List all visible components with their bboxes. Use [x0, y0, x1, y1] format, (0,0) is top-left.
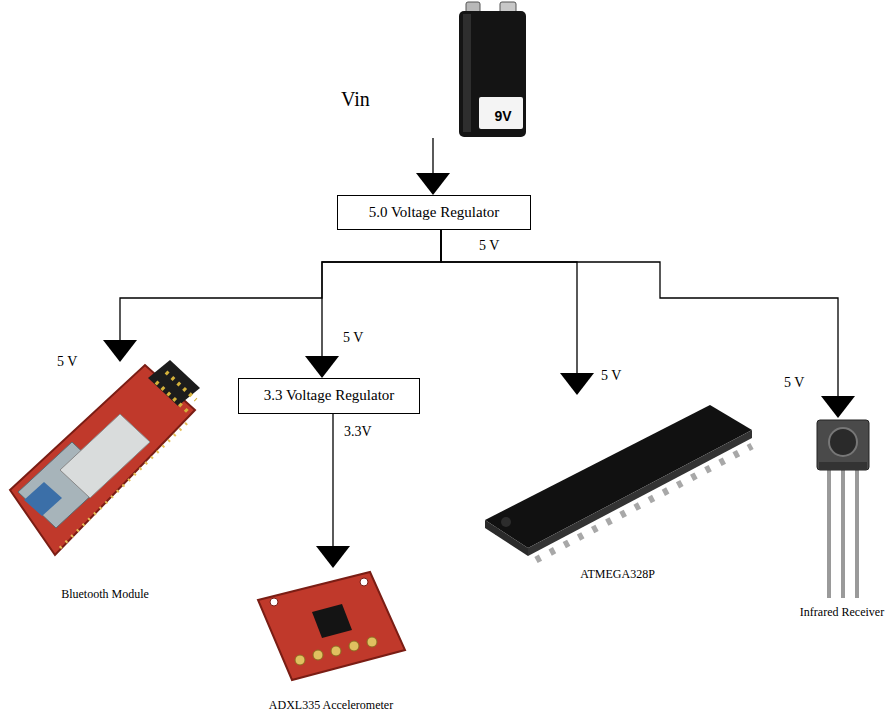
chip-part: ATMEGA328P — [480, 395, 755, 582]
regulator-box: 3.3 Voltage Regulator — [238, 378, 420, 414]
connector-line — [322, 230, 441, 358]
accelerometer-picture — [258, 572, 405, 680]
voltage-label: 3.3V — [343, 424, 373, 440]
voltage-label: 5 V — [478, 238, 500, 254]
arrow-head — [560, 373, 594, 395]
connector-arrow — [441, 230, 855, 418]
voltage-label: 5 V — [600, 368, 622, 384]
battery-label: 9V — [494, 108, 511, 124]
connector-line — [332, 414, 333, 548]
connector-line — [432, 138, 433, 175]
infrared-receiver-picture — [817, 420, 869, 598]
microcontroller-picture — [485, 405, 752, 560]
module-part: Bluetooth Module — [5, 362, 205, 602]
connector-arrow — [305, 230, 441, 378]
sensor-part: Infrared Receiver — [795, 418, 889, 620]
arrow-head — [305, 356, 339, 378]
part-caption: ATMEGA328P — [580, 568, 655, 582]
part-caption: Bluetooth Module — [61, 588, 149, 602]
bluetooth-module-picture — [10, 360, 200, 555]
part-caption: Infrared Receiver — [800, 606, 884, 620]
sensor-part: ADXL335 Accelerometer — [240, 568, 422, 713]
arrow-head — [316, 546, 350, 568]
connector-arrow — [103, 230, 441, 362]
box-label: 5.0 Voltage Regulator — [369, 204, 500, 221]
connector-line — [120, 230, 441, 342]
connector-line — [441, 230, 838, 398]
box-label: 3.3 Voltage Regulator — [264, 387, 395, 404]
arrow-head — [103, 340, 137, 362]
voltage-label: 5 V — [783, 375, 805, 391]
connector-arrow — [441, 230, 594, 395]
voltage-label: 5 V — [342, 330, 364, 346]
voltage-label: Vin — [340, 88, 371, 111]
battery-picture — [459, 2, 526, 137]
regulator-box: 5.0 Voltage Regulator — [337, 195, 531, 230]
battery: 9V — [428, 0, 532, 138]
connector-arrow — [416, 138, 450, 195]
arrow-head — [416, 173, 450, 195]
arrow-head — [821, 396, 855, 418]
voltage-label: 5 V — [56, 354, 78, 370]
part-caption: ADXL335 Accelerometer — [269, 699, 393, 713]
connector-line — [441, 230, 577, 375]
